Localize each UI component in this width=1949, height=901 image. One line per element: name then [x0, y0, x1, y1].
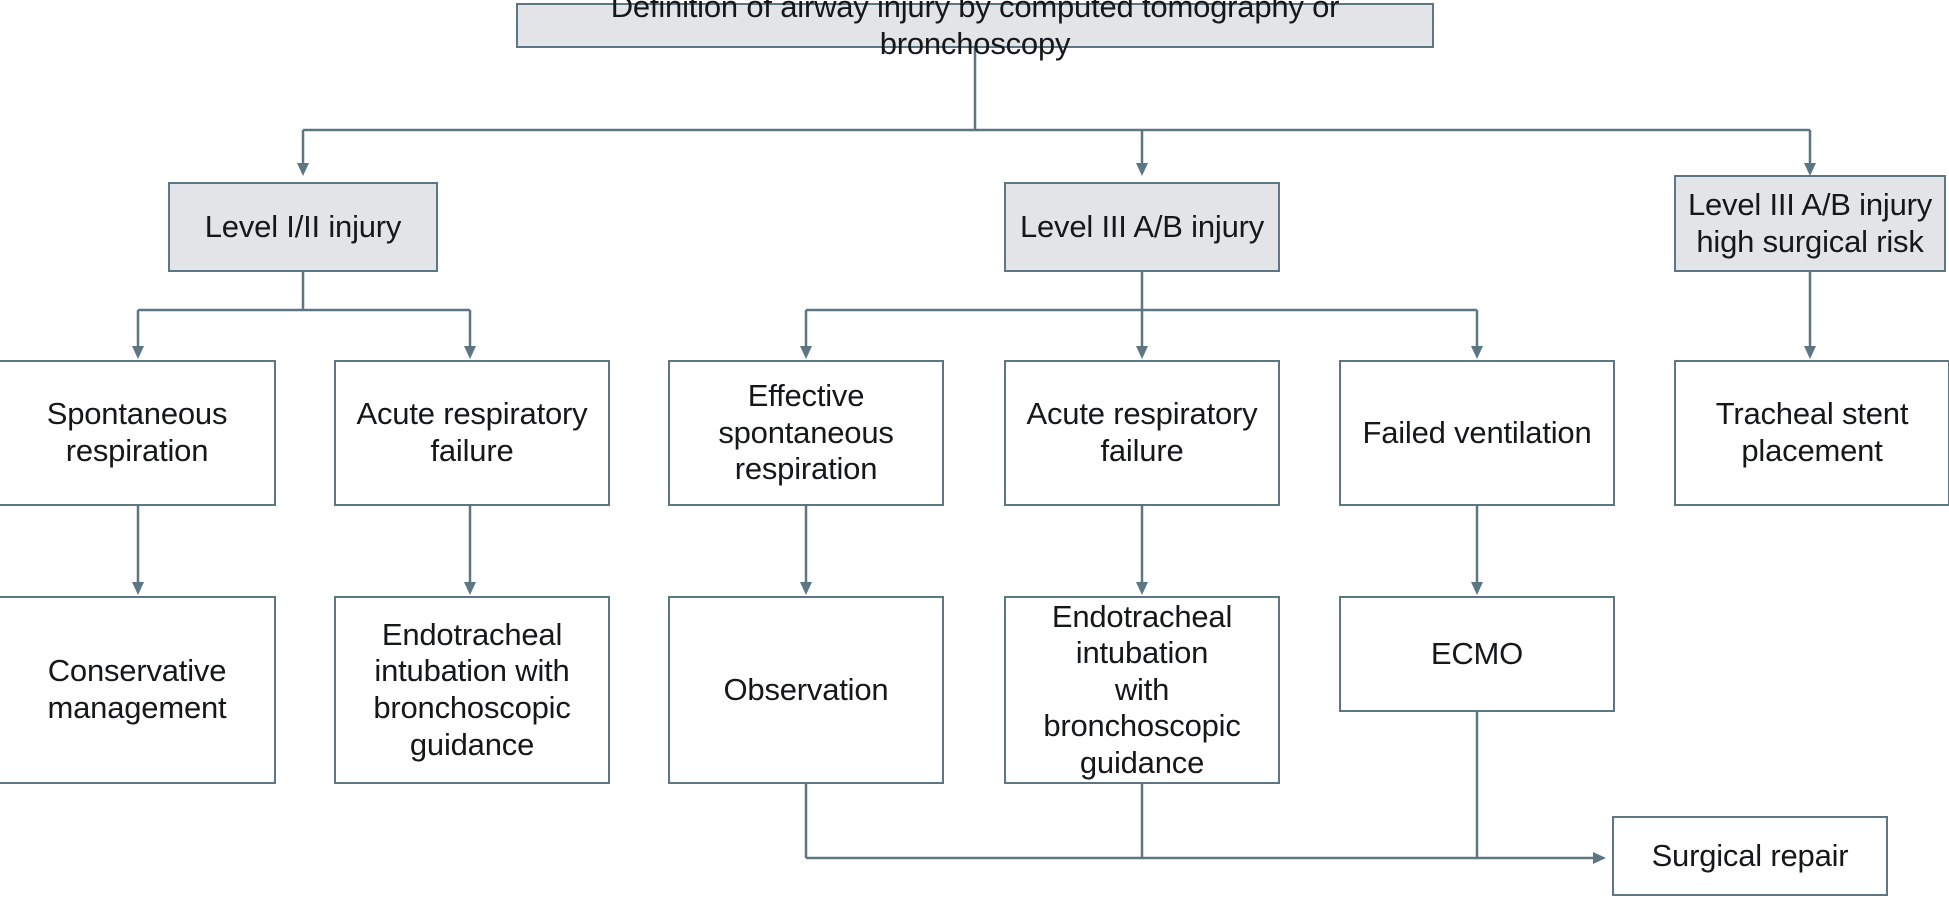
- node-label: Endotracheal intubation with bronchoscop…: [373, 616, 571, 762]
- node-spontaneous-respiration[interactable]: Spontaneous respiration: [0, 360, 276, 506]
- node-conservative-management[interactable]: Conservative management: [0, 596, 276, 784]
- node-endotracheal-intubation-2[interactable]: Endotracheal intubation with bronchoscop…: [1004, 596, 1280, 784]
- node-label: Level I/II injury: [204, 208, 402, 244]
- node-label: Level III A/B injury: [1019, 208, 1265, 244]
- node-definition[interactable]: Definition of airway injury by computed …: [516, 0, 1434, 61]
- node-endotracheal-intubation-1[interactable]: Endotracheal intubation with bronchoscop…: [334, 596, 610, 784]
- node-label: Definition of airway injury by computed …: [610, 0, 1340, 61]
- node-observation[interactable]: Observation: [668, 596, 944, 784]
- node-label: Effective spontaneous respiration: [718, 378, 894, 487]
- node-tracheal-stent-placement[interactable]: Tracheal stent placement: [1674, 360, 1949, 506]
- node-effective-spontaneous-respiration[interactable]: Effective spontaneous respiration: [668, 360, 944, 506]
- node-label: ECMO: [1430, 635, 1524, 671]
- node-label: Acute respiratory failure: [356, 396, 588, 468]
- node-label: Failed ventilation: [1362, 414, 1592, 450]
- node-ecmo[interactable]: ECMO: [1339, 596, 1615, 712]
- node-label: Endotracheal intubation with bronchoscop…: [1043, 598, 1241, 780]
- node-surgical-repair[interactable]: Surgical repair: [1612, 816, 1888, 896]
- node-label: Surgical repair: [1651, 837, 1849, 873]
- node-label: Tracheal stent placement: [1715, 396, 1909, 468]
- node-label: Acute respiratory failure: [1026, 396, 1258, 468]
- node-label: Conservative management: [47, 653, 227, 725]
- node-label: Level III A/B injury high surgical risk: [1687, 186, 1933, 259]
- node-level-3ab-high-risk[interactable]: Level III A/B injury high surgical risk: [1674, 175, 1946, 272]
- node-acute-respiratory-failure-2[interactable]: Acute respiratory failure: [1004, 360, 1280, 506]
- node-label: Observation: [723, 671, 889, 707]
- node-level-1-2[interactable]: Level I/II injury: [168, 182, 438, 272]
- node-acute-respiratory-failure-1[interactable]: Acute respiratory failure: [334, 360, 610, 506]
- node-level-3ab[interactable]: Level III A/B injury: [1004, 182, 1280, 272]
- node-label: Spontaneous respiration: [46, 396, 228, 468]
- node-failed-ventilation[interactable]: Failed ventilation: [1339, 360, 1615, 506]
